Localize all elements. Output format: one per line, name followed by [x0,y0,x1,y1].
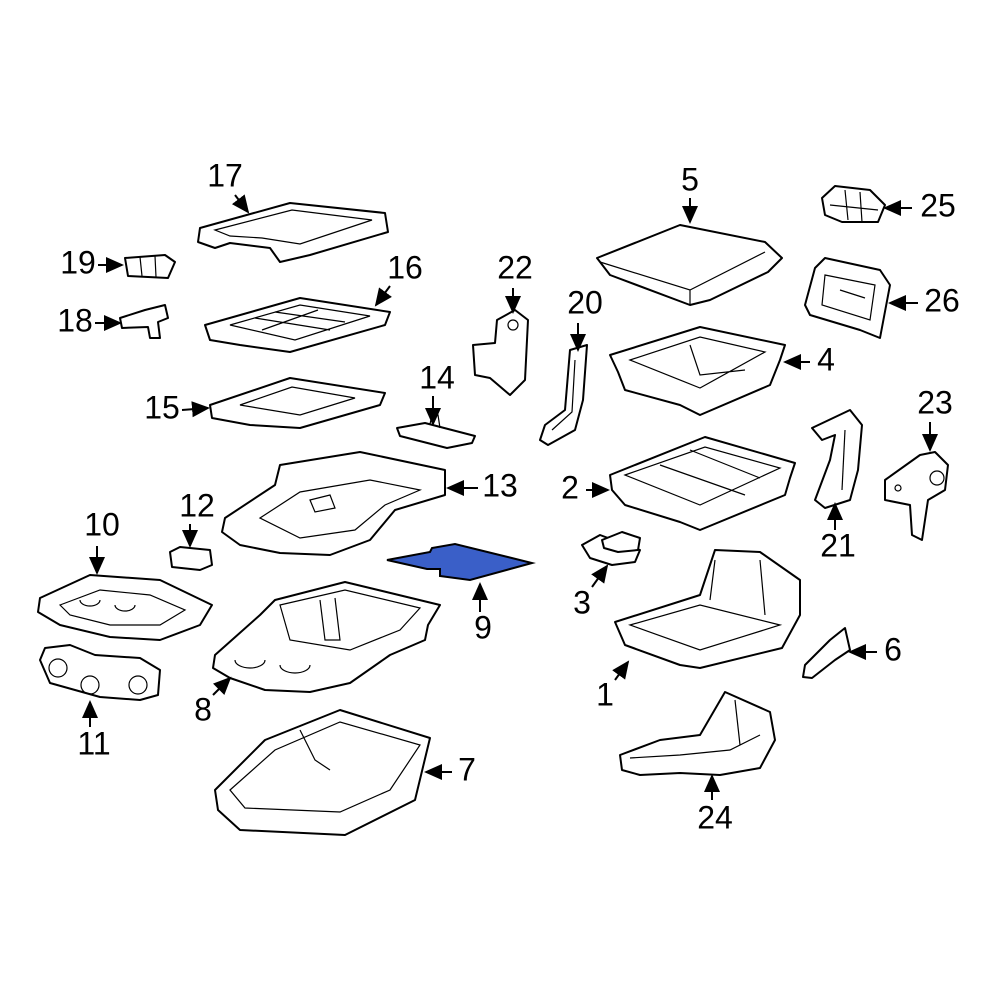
callout-23[interactable]: 23 [917,384,953,420]
part-25[interactable] [821,185,886,223]
part-14[interactable] [396,414,476,449]
part-9-pad[interactable] [386,542,536,582]
callout-18[interactable]: 18 [57,302,93,338]
callout-11[interactable]: 11 [77,725,110,761]
callout-1[interactable]: 1 [596,676,614,712]
callout-25[interactable]: 25 [920,187,956,223]
part-4-tray[interactable] [609,326,786,416]
callout-10[interactable]: 10 [84,506,120,542]
part-7-liner[interactable] [214,709,431,836]
callout-13[interactable]: 13 [482,467,518,503]
part-5-cushion-lid[interactable] [596,224,783,306]
part-17-armrest-lid[interactable] [197,202,389,263]
callout-9[interactable]: 9 [474,609,492,645]
part-20-trim[interactable] [539,344,588,446]
callout-17[interactable]: 17 [207,157,243,193]
part-1-cushion[interactable] [614,549,801,669]
callout-2[interactable]: 2 [561,469,579,505]
callout-15[interactable]: 15 [144,389,180,425]
part-18[interactable] [119,304,169,339]
part-22-bracket[interactable] [472,309,529,396]
part-10[interactable] [37,574,213,641]
callout-labels: 1 2 3 4 5 6 7 8 9 10 11 12 13 14 15 16 1… [57,157,960,835]
part-15-frame[interactable] [209,377,386,429]
callout-12[interactable]: 12 [179,487,215,523]
part-3[interactable] [581,531,641,566]
callout-5[interactable]: 5 [681,161,699,197]
part-6[interactable] [802,627,851,679]
callout-21[interactable]: 21 [820,527,856,563]
callout-20[interactable]: 20 [567,284,603,320]
part-12[interactable] [169,546,213,571]
callout-16[interactable]: 16 [387,249,423,285]
part-19[interactable] [124,254,176,279]
callout-26[interactable]: 26 [924,282,960,318]
callout-19[interactable]: 19 [60,244,96,280]
callout-7[interactable]: 7 [458,751,476,787]
part-23-hinge[interactable] [884,451,949,541]
callout-4[interactable]: 4 [817,341,835,377]
part-2-frame[interactable] [609,436,796,531]
callout-8[interactable]: 8 [194,691,212,727]
callout-24[interactable]: 24 [697,799,733,835]
part-8-bin[interactable] [212,581,441,693]
callout-arrows [82,194,938,800]
part-24-duct[interactable] [619,691,776,776]
callout-14[interactable]: 14 [419,359,455,395]
part-11[interactable] [39,644,161,701]
callout-6[interactable]: 6 [884,631,902,667]
callout-22[interactable]: 22 [497,249,533,285]
part-13-tray[interactable] [221,451,446,556]
part-26[interactable] [804,257,891,339]
part-16-plate[interactable] [204,297,391,353]
part-21-trim[interactable] [811,409,863,509]
callout-3[interactable]: 3 [573,584,591,620]
